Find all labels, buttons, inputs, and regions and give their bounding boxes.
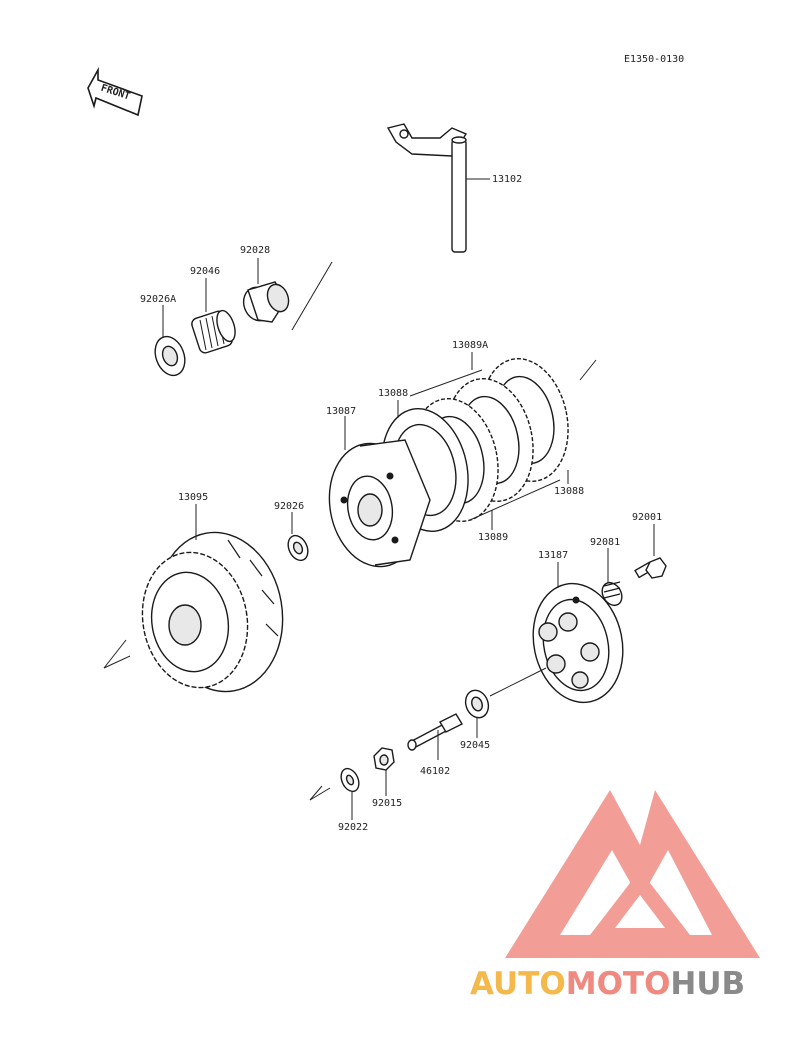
label-13088-top: 13088 bbox=[378, 388, 408, 399]
clutch-plates-stack bbox=[381, 358, 569, 532]
label-92026: 92026 bbox=[274, 501, 304, 512]
spring-92081 bbox=[601, 581, 623, 607]
label-13088-bottom: 13088 bbox=[554, 486, 584, 497]
label-92026A: 92026A bbox=[140, 294, 176, 305]
diagram-code: E1350-0130 bbox=[624, 54, 684, 65]
label-13102: 13102 bbox=[492, 174, 522, 185]
washer-92026 bbox=[287, 534, 309, 562]
label-92001: 92001 bbox=[632, 512, 662, 523]
bushing-92028 bbox=[242, 281, 290, 323]
watermark-text: AUTOMOTOHUB bbox=[470, 966, 745, 1002]
label-92015: 92015 bbox=[372, 798, 402, 809]
label-46102: 46102 bbox=[420, 766, 450, 777]
clutch-hub-13087 bbox=[328, 439, 431, 568]
label-92081: 92081 bbox=[590, 537, 620, 548]
label-13095: 13095 bbox=[178, 492, 208, 503]
bearing-92045 bbox=[464, 689, 490, 719]
label-92028: 92028 bbox=[240, 245, 270, 256]
clutch-housing-13095 bbox=[141, 531, 284, 693]
label-92045: 92045 bbox=[460, 740, 490, 751]
washer-92026A bbox=[154, 335, 186, 377]
bolt-92001 bbox=[634, 557, 667, 579]
pressure-plate-13187 bbox=[532, 582, 624, 704]
label-92046: 92046 bbox=[190, 266, 220, 277]
washer-92022 bbox=[340, 767, 360, 793]
needle-bearing-92046 bbox=[191, 309, 236, 354]
label-13087: 13087 bbox=[326, 406, 356, 417]
watermark-logo bbox=[505, 790, 760, 958]
label-92022: 92022 bbox=[338, 822, 368, 833]
front-arrow-icon: FRONT bbox=[87, 66, 143, 117]
label-13089: 13089 bbox=[478, 532, 508, 543]
push-rod-46102 bbox=[407, 713, 463, 751]
push-lever-shaft bbox=[386, 123, 468, 253]
label-13187: 13187 bbox=[538, 550, 568, 561]
nut-92015 bbox=[373, 747, 395, 771]
label-13089A: 13089A bbox=[452, 340, 488, 351]
